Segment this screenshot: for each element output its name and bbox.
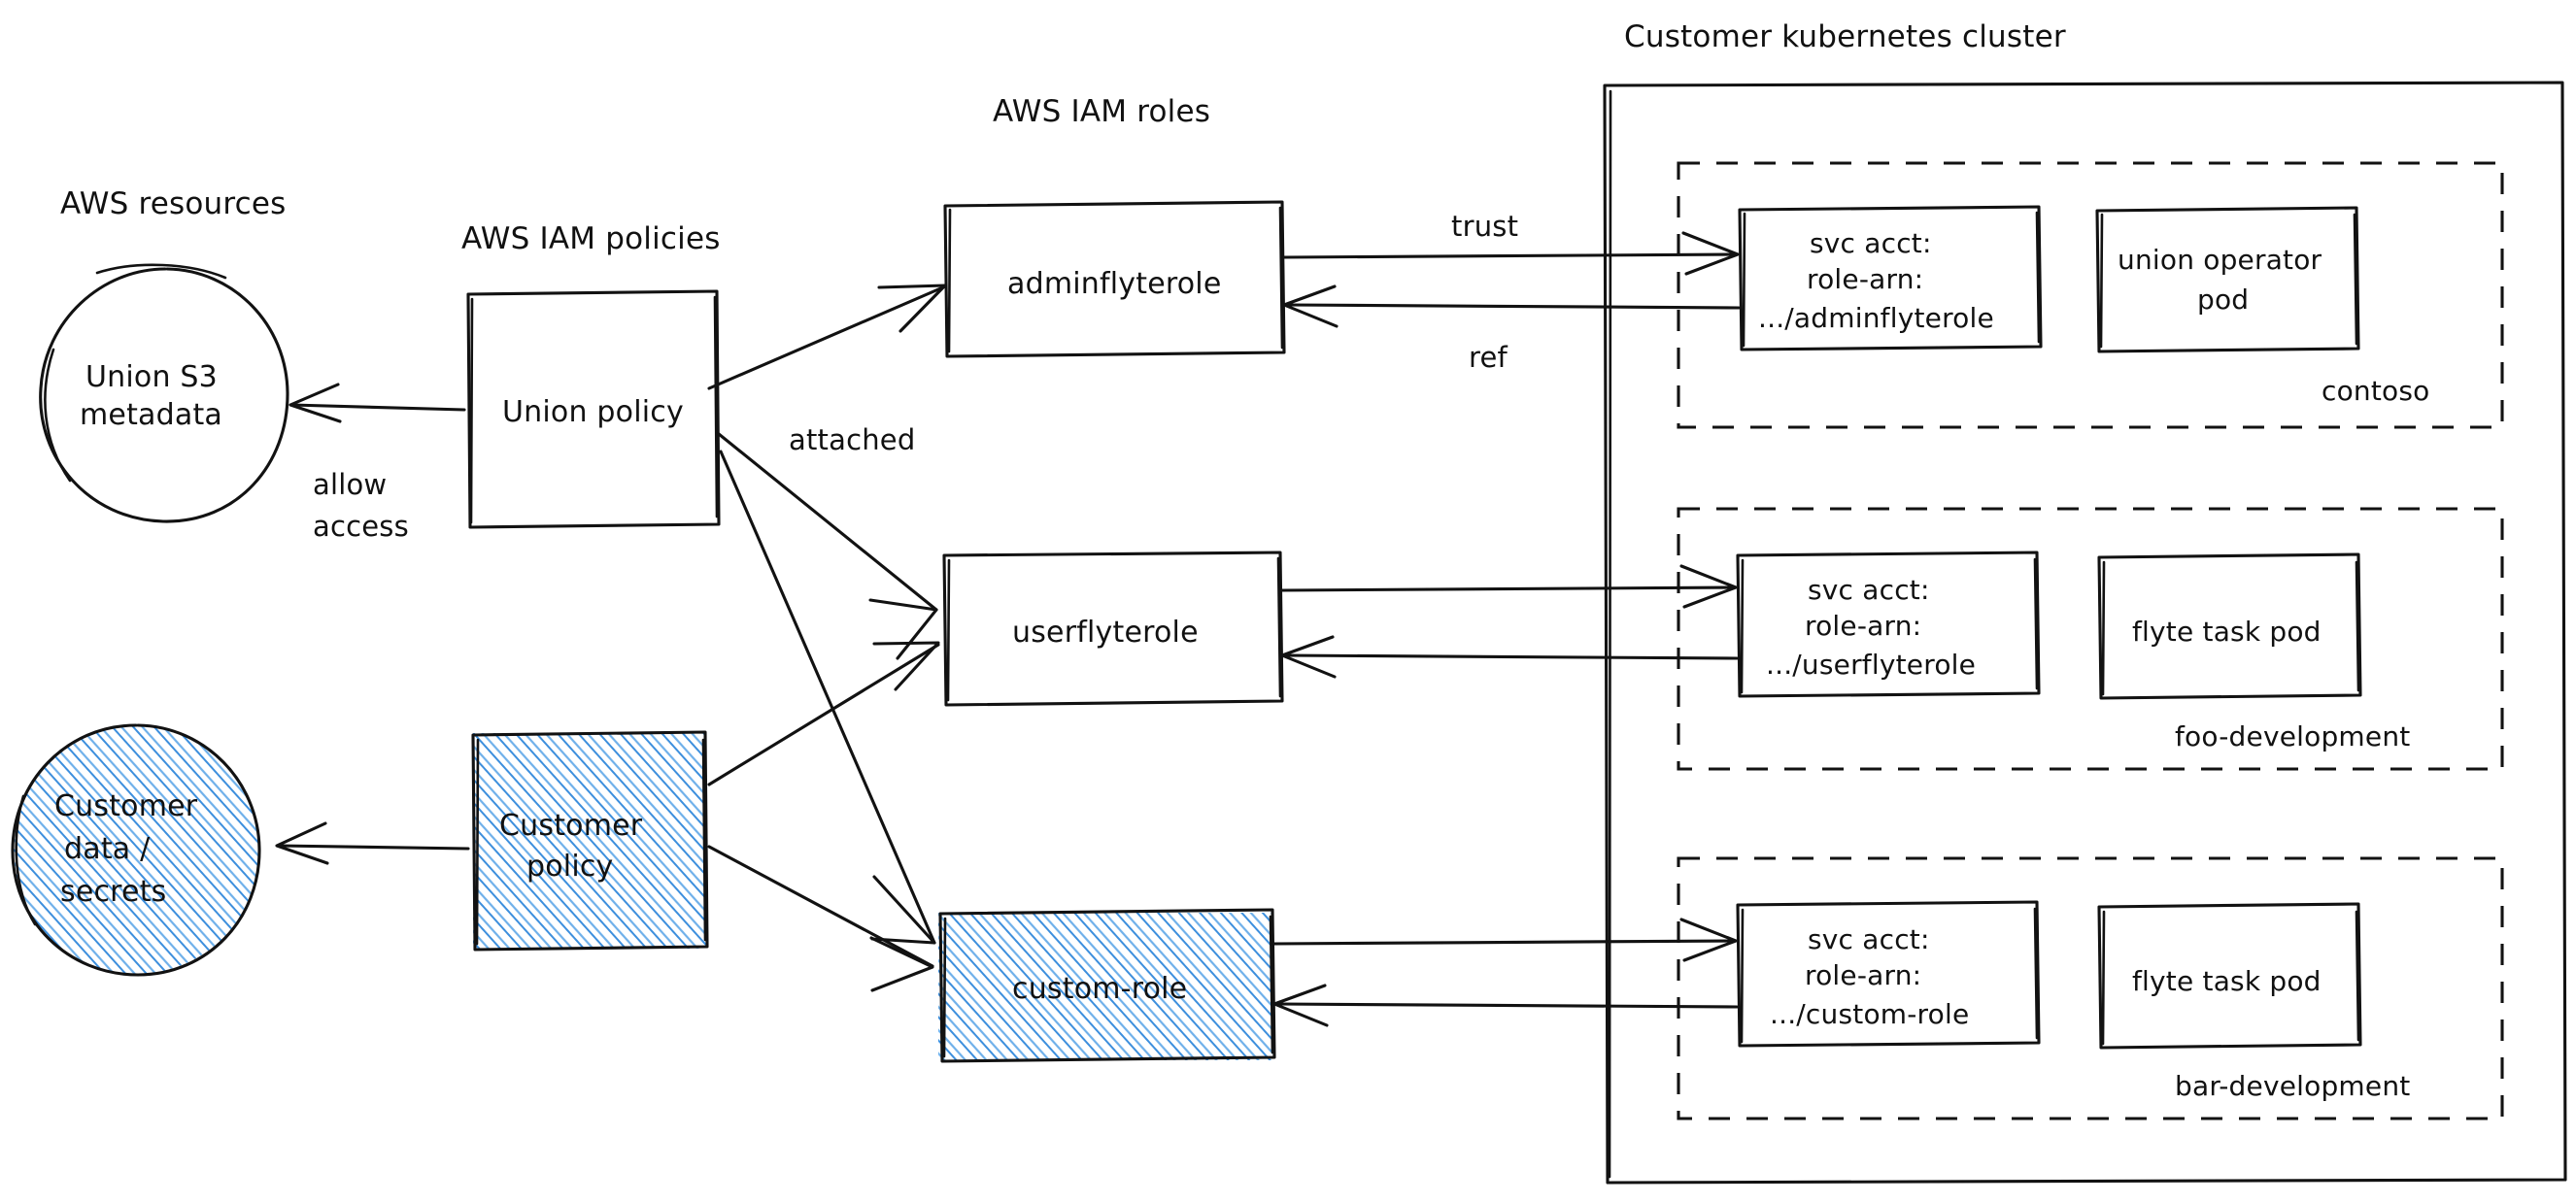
svc-acct-contoso-line2: role-arn: (1807, 263, 1923, 295)
customer-policy-label-line1: Customer (499, 809, 643, 843)
edge-label-allow-line2: access (313, 510, 409, 543)
edge-label-ref: ref (1469, 341, 1508, 374)
arrow-customer-policy-to-custom-role (707, 845, 934, 992)
pod-union-operator-line2: pod (2197, 284, 2249, 316)
namespace-foo-development: foo-development svc acct: role-arn: .../… (1677, 507, 2504, 771)
svc-acct-foo-line2: role-arn: (1805, 610, 1921, 642)
pod-union-operator[interactable]: union operator pod (2095, 206, 2360, 353)
svc-acct-bar-line1: svc acct: (1808, 923, 1930, 955)
pod-flyte-task-bar[interactable]: flyte task pod (2097, 902, 2362, 1050)
arrow-adminflyterole-trust (1282, 231, 1740, 276)
arrow-customer-policy-to-userflyterole (707, 641, 940, 786)
pod-union-operator-line1: union operator (2118, 244, 2322, 276)
arrow-customer-policy-to-data (275, 821, 470, 865)
union-policy-label: Union policy (502, 395, 684, 429)
k8s-cluster-boundary (1603, 81, 2567, 1185)
edge-label-trust: trust (1451, 210, 1518, 243)
userflyterole-label: userflyterole (1012, 616, 1199, 650)
custom-role-label: custom-role (1012, 972, 1187, 1006)
role-userflyterole[interactable]: userflyterole (942, 551, 1284, 707)
group-title-k8s-cluster: Customer kubernetes cluster (1624, 19, 2066, 54)
svc-acct-contoso-line3: .../adminflyterole (1758, 302, 1994, 334)
svc-acct-foo-line3: .../userflyterole (1766, 649, 1976, 681)
svc-acct-contoso-line1: svc acct: (1810, 227, 1932, 259)
group-title-aws-iam-roles: AWS IAM roles (993, 94, 1210, 129)
customer-data-label-line2: data / (64, 832, 151, 866)
customer-data-label-line3: secrets (60, 875, 167, 909)
arrow-custom-role-trust (1272, 918, 1738, 962)
arrow-userflyterole-trust (1280, 564, 1738, 609)
namespace-contoso-label: contoso (2322, 375, 2430, 407)
arrow-union-policy-to-userflyterole (717, 432, 938, 660)
arrow-union-policy-to-custom-role (719, 450, 936, 945)
svc-acct-bar-development[interactable]: svc acct: role-arn: .../custom-role (1736, 900, 2041, 1048)
namespace-bar-development-label: bar-development (2175, 1070, 2410, 1102)
customer-data-label-line1: Customer (54, 789, 198, 823)
pod-flyte-task-foo-line1: flyte task pod (2132, 616, 2322, 648)
policy-union-policy[interactable]: Union policy (466, 289, 721, 529)
namespace-bar-development: bar-development svc acct: role-arn: .../… (1677, 856, 2504, 1120)
svc-acct-bar-line2: role-arn: (1805, 959, 1921, 991)
role-adminflyterole[interactable]: adminflyterole (943, 200, 1286, 358)
role-custom-role[interactable]: custom-role (932, 905, 1282, 1070)
namespace-contoso: contoso svc acct: role-arn: .../adminfly… (1677, 161, 2504, 429)
pod-flyte-task-foo[interactable]: flyte task pod (2097, 552, 2362, 700)
svc-acct-contoso[interactable]: svc acct: role-arn: .../adminflyterole (1738, 205, 2043, 351)
arrow-union-policy-to-s3 (288, 383, 466, 423)
edge-label-attached: attached (789, 423, 915, 456)
svc-acct-foo-line1: svc acct: (1808, 574, 1930, 606)
group-title-aws-iam-policies: AWS IAM policies (461, 221, 721, 256)
arrow-userflyterole-ref (1280, 635, 1739, 679)
arrow-custom-role-ref (1272, 984, 1739, 1027)
pod-flyte-task-bar-line1: flyte task pod (2132, 965, 2322, 997)
arrow-union-policy-to-adminflyterole (707, 284, 947, 390)
union-s3-label-line2: metadata (80, 398, 222, 432)
customer-policy-label-line2: policy (526, 850, 614, 884)
resource-customer-data-secrets[interactable]: Customer data / secrets (10, 723, 268, 982)
group-title-aws-resources: AWS resources (60, 186, 287, 221)
policy-customer-policy[interactable]: Customer policy (466, 726, 713, 955)
edge-label-allow-line1: allow (313, 468, 387, 501)
union-s3-label-line1: Union S3 (85, 360, 218, 394)
svc-acct-bar-line3: .../custom-role (1770, 998, 1969, 1030)
svc-acct-foo-development[interactable]: svc acct: role-arn: .../userflyterole (1736, 551, 2041, 698)
arrow-adminflyterole-ref (1282, 284, 1741, 328)
adminflyterole-label: adminflyterole (1007, 267, 1222, 301)
namespace-foo-development-label: foo-development (2175, 720, 2410, 752)
resource-union-s3-metadata[interactable]: Union S3 metadata (39, 263, 289, 523)
